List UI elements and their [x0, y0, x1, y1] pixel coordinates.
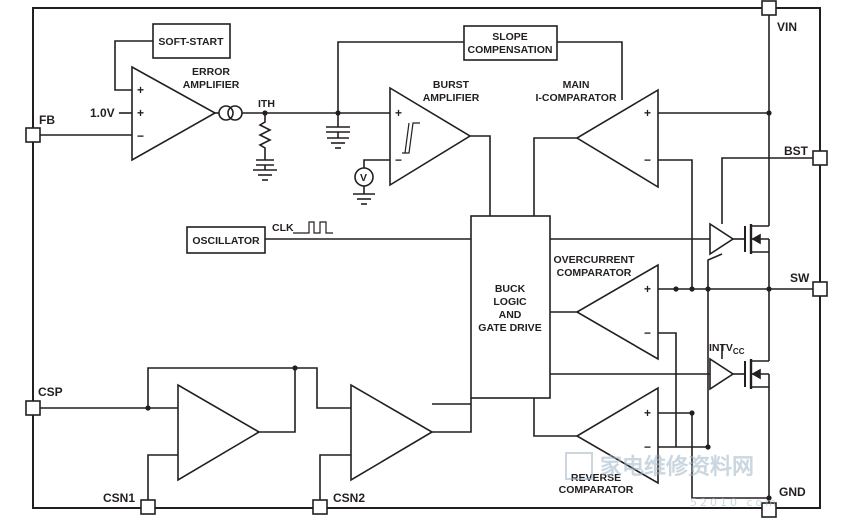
pin-sw	[812, 281, 828, 297]
error-amp-label-1: ERROR	[192, 66, 230, 78]
pin-label-bst: BST	[784, 144, 809, 158]
pin-bst	[812, 150, 828, 166]
voltage-source-label: V	[360, 172, 367, 184]
ith-resistor	[258, 113, 272, 160]
top-gate-driver	[709, 222, 735, 256]
plus-sign: +	[644, 282, 651, 296]
oscillator-block	[186, 226, 266, 254]
gm-circle-2	[227, 105, 243, 121]
slope-label-1: SLOPE	[492, 31, 528, 43]
pin-csn1	[140, 499, 156, 515]
minus-sign: −	[395, 153, 402, 167]
buck-label-3: AND	[499, 309, 522, 321]
error-amp-label-2: AMPLIFIER	[183, 79, 240, 91]
chip-outline	[32, 7, 821, 509]
plus-sign: +	[137, 83, 144, 97]
overcurrent-label-1: OVERCURRENT	[553, 254, 635, 266]
pin-label-vin: VIN	[777, 20, 797, 34]
clock-waveform	[293, 221, 333, 234]
main-comp-label-2: I-COMPARATOR	[535, 92, 616, 104]
soft-start-block	[152, 23, 231, 59]
reverse-comparator	[575, 386, 659, 485]
clk-label: CLK	[272, 222, 294, 234]
plus-sign: +	[137, 106, 144, 120]
buck-label-1: BUCK	[495, 283, 526, 295]
plus-sign: +	[644, 106, 651, 120]
plus-sign: +	[644, 406, 651, 420]
buck-label-4: GATE DRIVE	[478, 322, 541, 334]
slope-label-2: COMPENSATION	[468, 44, 553, 56]
pin-label-csn1: CSN1	[103, 491, 135, 505]
watermark-url: 52010 com	[690, 496, 779, 509]
minus-sign: −	[644, 440, 651, 454]
reverse-label-1: REVERSE	[571, 472, 621, 484]
plus-sign: +	[395, 106, 402, 120]
soft-start-label: SOFT-START	[158, 36, 224, 48]
watermark: 家电维修资料网 52010 com	[565, 452, 779, 509]
csp-amplifier-2	[350, 383, 434, 482]
minus-sign: −	[137, 129, 144, 143]
burst-label-2: AMPLIFIER	[423, 92, 480, 104]
main-i-comparator	[575, 88, 659, 189]
overcurrent-comparator	[575, 263, 659, 361]
pin-label-gnd: GND	[779, 485, 806, 499]
junction-dots	[145, 110, 772, 501]
oscillator-label: OSCILLATOR	[192, 235, 260, 247]
csp-amplifier-1	[177, 383, 261, 482]
pin-vin	[761, 0, 777, 16]
pin-fb	[25, 127, 41, 143]
bottom-gate-driver	[709, 357, 735, 391]
reference-voltage-label: 1.0V	[90, 106, 115, 120]
buck-label-2: LOGIC	[493, 296, 527, 308]
pin-label-csp: CSP	[38, 385, 63, 399]
overcurrent-label-2: COMPARATOR	[557, 267, 632, 279]
slope-compensation-block	[463, 25, 558, 61]
main-comp-label-1: MAIN	[563, 79, 590, 91]
minus-sign: −	[644, 153, 651, 167]
pin-csn2	[312, 499, 328, 515]
burst-label-1: BURST	[433, 79, 470, 91]
pin-label-csn2: CSN2	[333, 491, 365, 505]
intvcc-label: INTVCC	[709, 342, 745, 356]
pin-label-fb: FB	[39, 113, 55, 127]
minus-sign: −	[644, 326, 651, 340]
watermark-logo	[565, 452, 593, 480]
buck-logic-block	[470, 215, 551, 399]
pin-gnd	[761, 502, 777, 518]
ith-label: ITH	[258, 98, 275, 110]
reverse-label-2: COMPARATOR	[559, 484, 634, 496]
watermark-text: 家电维修资料网	[600, 454, 754, 480]
pin-label-sw: SW	[790, 271, 810, 285]
burst-amplifier	[389, 86, 472, 187]
pin-csp	[25, 400, 41, 416]
gm-circle-1	[218, 105, 234, 121]
